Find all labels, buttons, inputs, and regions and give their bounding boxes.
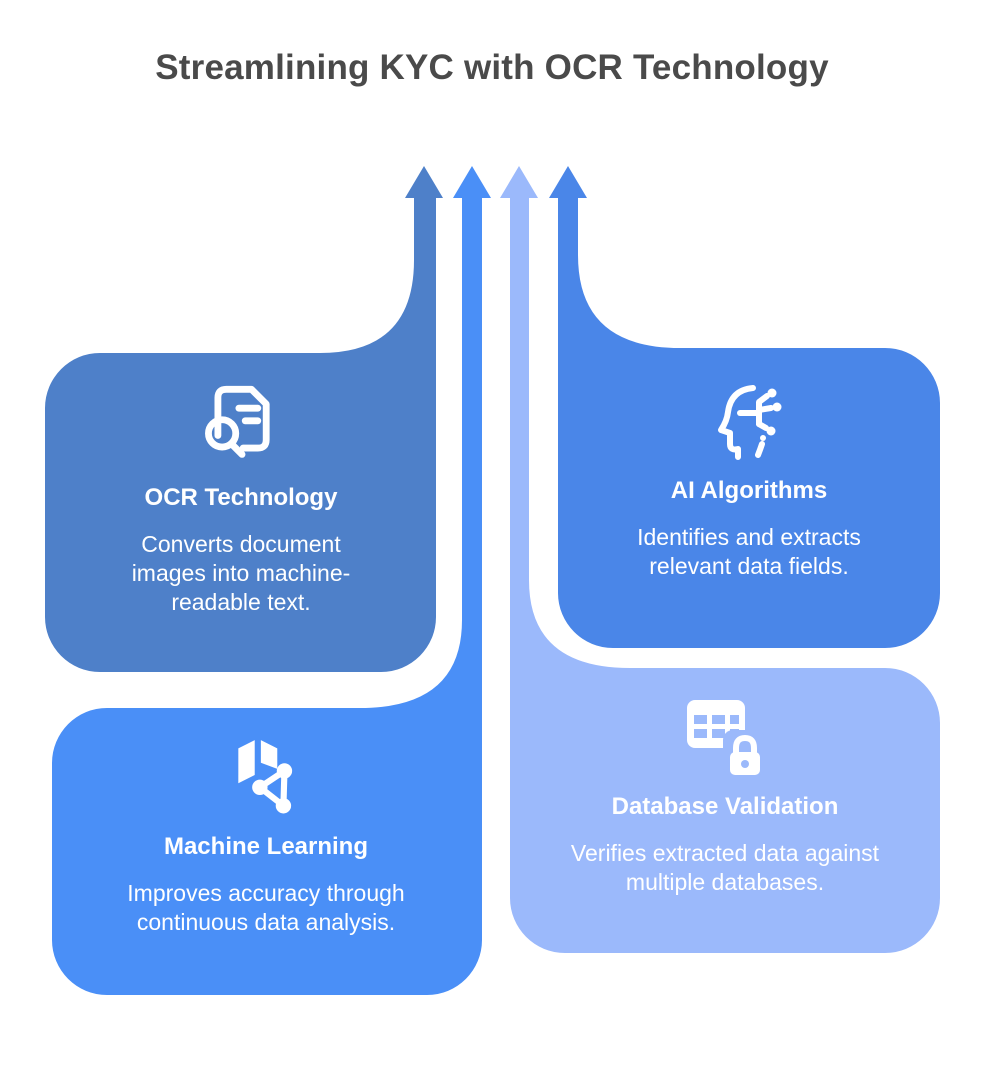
card-title: AI Algorithms (670, 477, 828, 504)
card-title: OCR Technology (144, 484, 338, 511)
card-ai-algorithms: AI Algorithms Identifies and extracts re… (558, 348, 940, 648)
table-lock-icon (687, 700, 765, 776)
card-description: Converts document images into machine-re… (131, 531, 351, 615)
card-ocr-technology: OCR Technology Converts document images … (45, 353, 437, 672)
head-circuit-icon (718, 385, 782, 460)
card-description: Improves accuracy through continuous dat… (127, 880, 405, 935)
card-description: Identifies and extracts relevant data fi… (637, 524, 861, 579)
card-machine-learning: Machine Learning Improves accuracy throu… (52, 708, 480, 995)
card-title: Machine Learning (163, 833, 369, 860)
book-network-icon (238, 740, 293, 814)
page-title: Streamlining KYC with OCR Technology (155, 48, 829, 87)
card-title: Database Validation (611, 793, 839, 820)
arrow-shape-ai-algorithms (549, 166, 940, 648)
arrow-shape-machine-learning (52, 166, 491, 995)
document-search-icon (205, 385, 270, 458)
card-description: Verifies extracted data against multiple… (570, 840, 880, 895)
arrow-shape-database-validation (500, 166, 940, 953)
card-database-validation: Database Validation Verifies extracted d… (510, 668, 940, 953)
